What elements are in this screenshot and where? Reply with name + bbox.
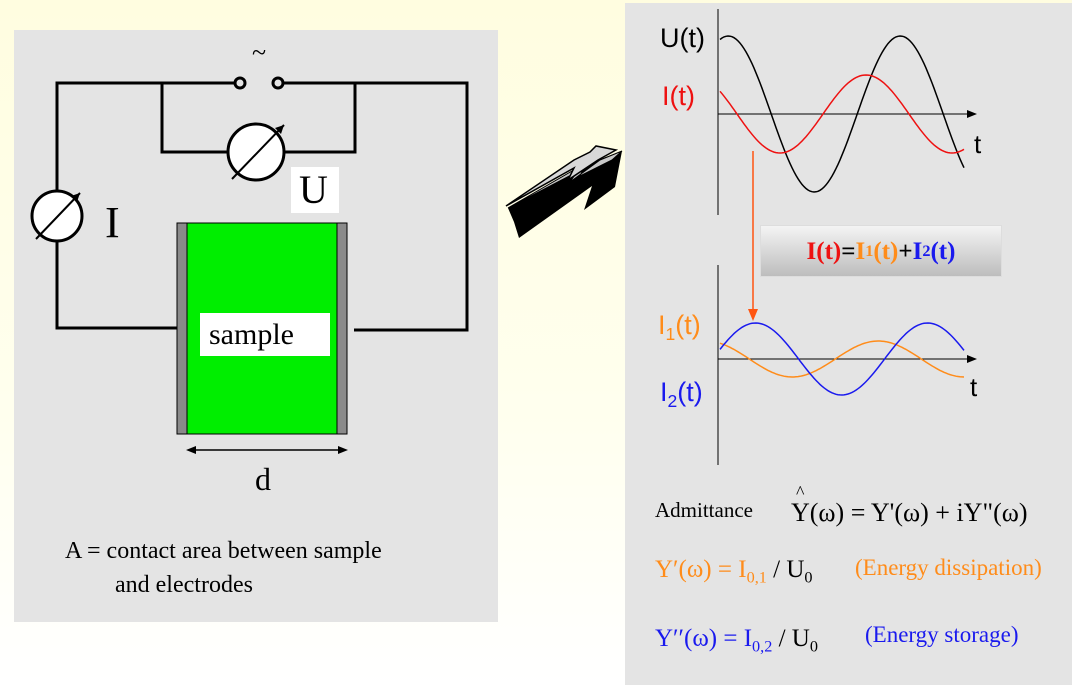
sum-i: I <box>806 237 817 265</box>
sum-t1: (t) <box>873 237 899 265</box>
i1-label: I1(t) <box>658 310 701 343</box>
imag-rhs-sub: 0 <box>809 637 818 656</box>
i1-label-sub: 1 <box>665 324 676 345</box>
i1-label-i: I <box>658 310 666 340</box>
electrode-right <box>336 222 348 435</box>
circuit-diagram <box>30 76 469 454</box>
sample-label: sample <box>209 318 294 351</box>
imag-note: (Energy storage) <box>865 622 1019 647</box>
bottom-t-label: t <box>970 372 978 402</box>
thickness-label: d <box>255 461 271 497</box>
imag-sub: 0,2 <box>752 637 773 656</box>
sum-eq: = <box>841 237 856 265</box>
circuit-panel: ~ I U sample d A = contact area between … <box>14 30 498 622</box>
wire-right-top <box>278 81 469 332</box>
real-sub: 0,1 <box>746 568 767 587</box>
i2-label-sub: 2 <box>667 391 678 412</box>
signal-plots <box>717 9 977 465</box>
u-curve <box>719 35 965 193</box>
switch-contact-left <box>233 76 247 90</box>
voltage-meter-label-box <box>291 167 339 213</box>
i2-label: I2(t) <box>660 377 703 410</box>
u-label: U(t) <box>660 23 705 53</box>
sum-i1: I <box>855 237 866 265</box>
wire-voltmeter-right <box>284 83 357 154</box>
i2-label-t: (t) <box>677 377 703 407</box>
wire-voltmeter-left <box>160 83 228 154</box>
i1-curve <box>719 340 965 378</box>
sum-t2: (t) <box>930 237 956 265</box>
imag-lhs: Y′′(ω) = I <box>655 625 753 652</box>
real-lhs: Y′(ω) = I <box>655 556 747 583</box>
electrode-left <box>176 222 188 435</box>
current-meter-label: I <box>105 198 120 247</box>
i-curve <box>719 74 965 154</box>
sum-i2: I <box>912 237 923 265</box>
voltage-meter-label: U <box>299 167 328 212</box>
sample-label-box <box>200 313 330 356</box>
imag-rhs: / U <box>772 625 810 652</box>
real-rhs-sub: 0 <box>804 568 813 587</box>
i2-curve <box>719 322 965 396</box>
imag-part-formula: Y′′(ω) = I0,2 / U0 <box>655 625 818 655</box>
area-note-line1: A = contact area between sample <box>65 538 382 564</box>
bottom-x-arrow <box>967 355 977 363</box>
ammeter-icon <box>30 189 84 243</box>
real-rhs: / U <box>766 556 805 583</box>
thickness-arrow <box>186 446 348 454</box>
top-t-label: t <box>974 129 982 159</box>
top-x-arrow <box>967 110 977 118</box>
wire-left-top <box>55 81 238 192</box>
ac-source-symbol: ~ <box>252 38 267 67</box>
i-label: I(t) <box>662 81 695 111</box>
i1-label-t: (t) <box>675 310 701 340</box>
switch-contact-right <box>271 76 285 90</box>
area-note-line2: and electrodes <box>115 572 253 598</box>
real-part-formula: Y′(ω) = I0,1 / U0 <box>655 556 813 586</box>
real-note: (Energy dissipation) <box>855 555 1042 580</box>
admittance-hat: ^ <box>796 482 805 502</box>
voltmeter-icon <box>226 122 286 182</box>
admittance-equation: Y(ω) = Y'(ω) + iY"(ω) <box>791 498 1028 527</box>
i2-label-i: I <box>660 377 668 407</box>
admittance-label: Admittance <box>655 498 753 522</box>
sum-t: (t) <box>816 237 842 265</box>
sum-plus: + <box>898 237 913 265</box>
wire-left-bottom <box>55 241 177 330</box>
